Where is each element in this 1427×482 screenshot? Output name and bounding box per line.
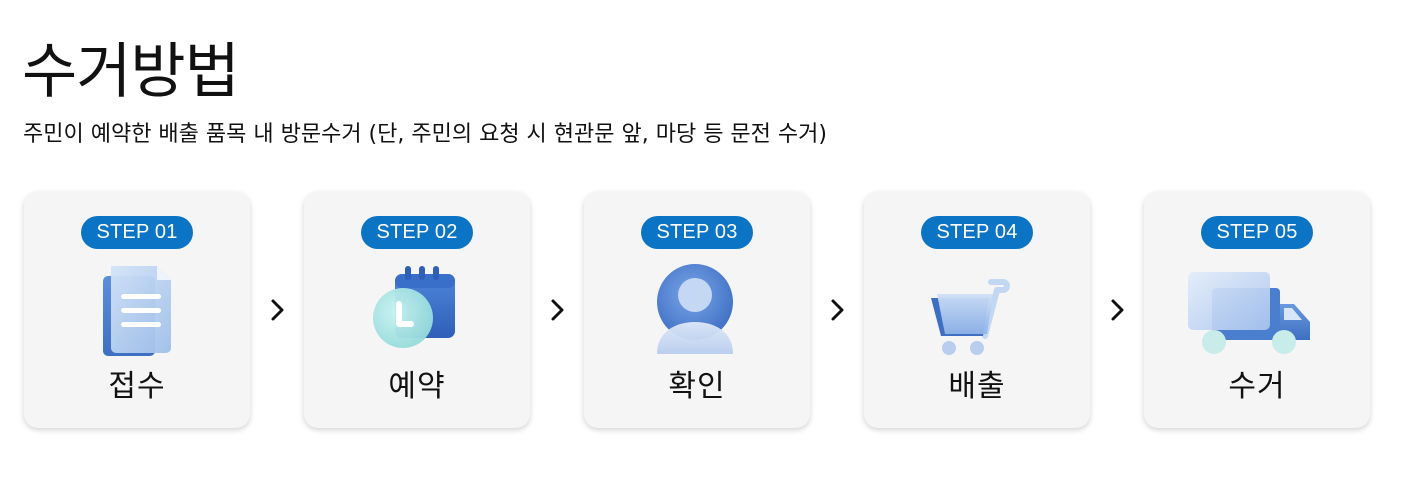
- cart-icon: [927, 262, 1027, 362]
- chevron-right-icon: [1109, 298, 1127, 322]
- chevron-right-icon: [269, 298, 287, 322]
- chevron-right-icon: [549, 298, 567, 322]
- document-icon: [87, 262, 187, 362]
- step-card-5: STEP 05: [1144, 192, 1370, 428]
- step-label: 배출: [948, 369, 1006, 404]
- step-card-3: STEP 03 확인: [584, 192, 810, 428]
- chevron-right-icon: [829, 298, 847, 322]
- step-label: 수거: [1228, 369, 1286, 404]
- step-label: 접수: [108, 369, 166, 404]
- step-list: STEP 01: [24, 192, 1370, 428]
- step-card-4: STEP 04 배출: [864, 192, 1090, 428]
- step-badge: STEP 02: [361, 216, 473, 249]
- step-badge: STEP 05: [1201, 216, 1313, 249]
- page-title: 수거방법: [22, 37, 240, 107]
- step-card-1: STEP 01: [24, 192, 250, 428]
- calendar-clock-icon: [367, 262, 467, 362]
- step-label: 확인: [668, 369, 726, 404]
- truck-icon: [1184, 262, 1324, 362]
- user-icon: [647, 262, 747, 362]
- step-label: 예약: [388, 369, 446, 404]
- step-card-2: STEP 02: [304, 192, 530, 428]
- page-subtitle: 주민이 예약한 배출 품목 내 방문수거 (단, 주민의 요청 시 현관문 앞,…: [23, 122, 827, 147]
- step-badge: STEP 03: [641, 216, 753, 249]
- step-badge: STEP 01: [81, 216, 193, 249]
- step-badge: STEP 04: [921, 216, 1033, 249]
